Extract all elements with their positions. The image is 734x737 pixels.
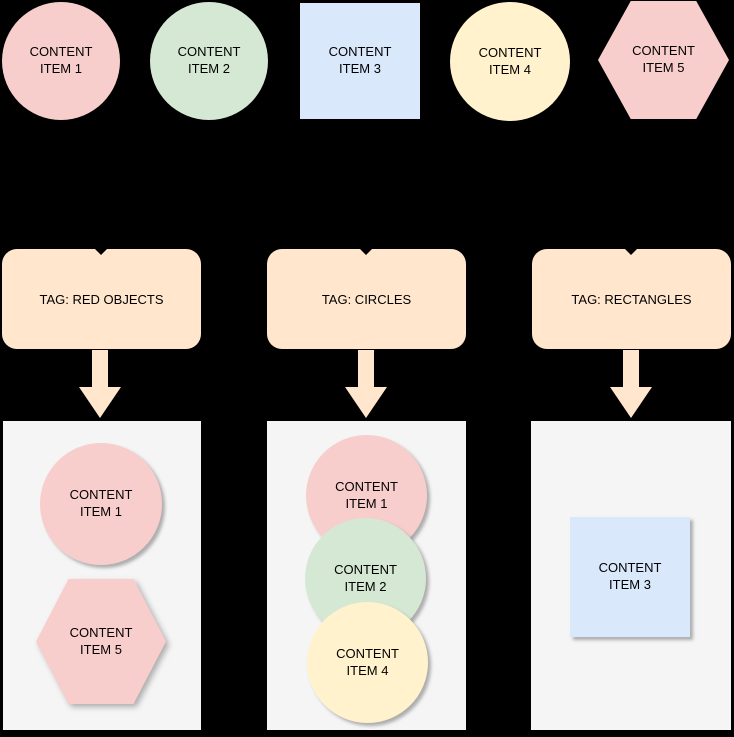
content-item-5-node: CONTENT ITEM 5 [598,1,729,119]
content-item-2-node: CONTENT ITEM 2 [150,2,268,120]
down-arrow-shaft [623,350,639,387]
connector-arrowhead-icon [623,247,639,255]
grouped-content-item-1-node: CONTENT ITEM 1 [40,443,162,565]
down-arrow-shaft [92,350,108,387]
content-item-4-node: CONTENT ITEM 4 [450,2,570,121]
down-arrow-icon [79,387,121,418]
tag-red-objects-box: TAG: RED OBJECTS [2,249,201,349]
group-circles: CONTENT ITEM 1 CONTENT ITEM 2 CONTENT IT… [267,421,466,730]
group-red-objects: CONTENT ITEM 1 CONTENT ITEM 5 [3,421,201,730]
down-arrow-icon [345,387,387,418]
grouped-content-item-5-node: CONTENT ITEM 5 [36,579,166,704]
grouped-content-item-5-hexagon: CONTENT ITEM 5 [36,579,166,704]
grouped-content-item-3-node: CONTENT ITEM 3 [570,517,690,637]
content-item-1-node: CONTENT ITEM 1 [2,2,120,120]
connector-arrowhead-icon [358,247,374,255]
content-item-3-node: CONTENT ITEM 3 [300,3,420,119]
connector-arrowhead-icon [93,247,109,255]
grouped-content-item-4-node: CONTENT ITEM 4 [307,602,428,723]
down-arrow-shaft [358,350,374,387]
group-rectangles: CONTENT ITEM 3 [531,421,731,730]
down-arrow-icon [610,387,652,418]
tag-rectangles-box: TAG: RECTANGLES [532,249,731,349]
tag-circles-box: TAG: CIRCLES [267,249,466,349]
content-item-5-hexagon: CONTENT ITEM 5 [598,1,729,119]
